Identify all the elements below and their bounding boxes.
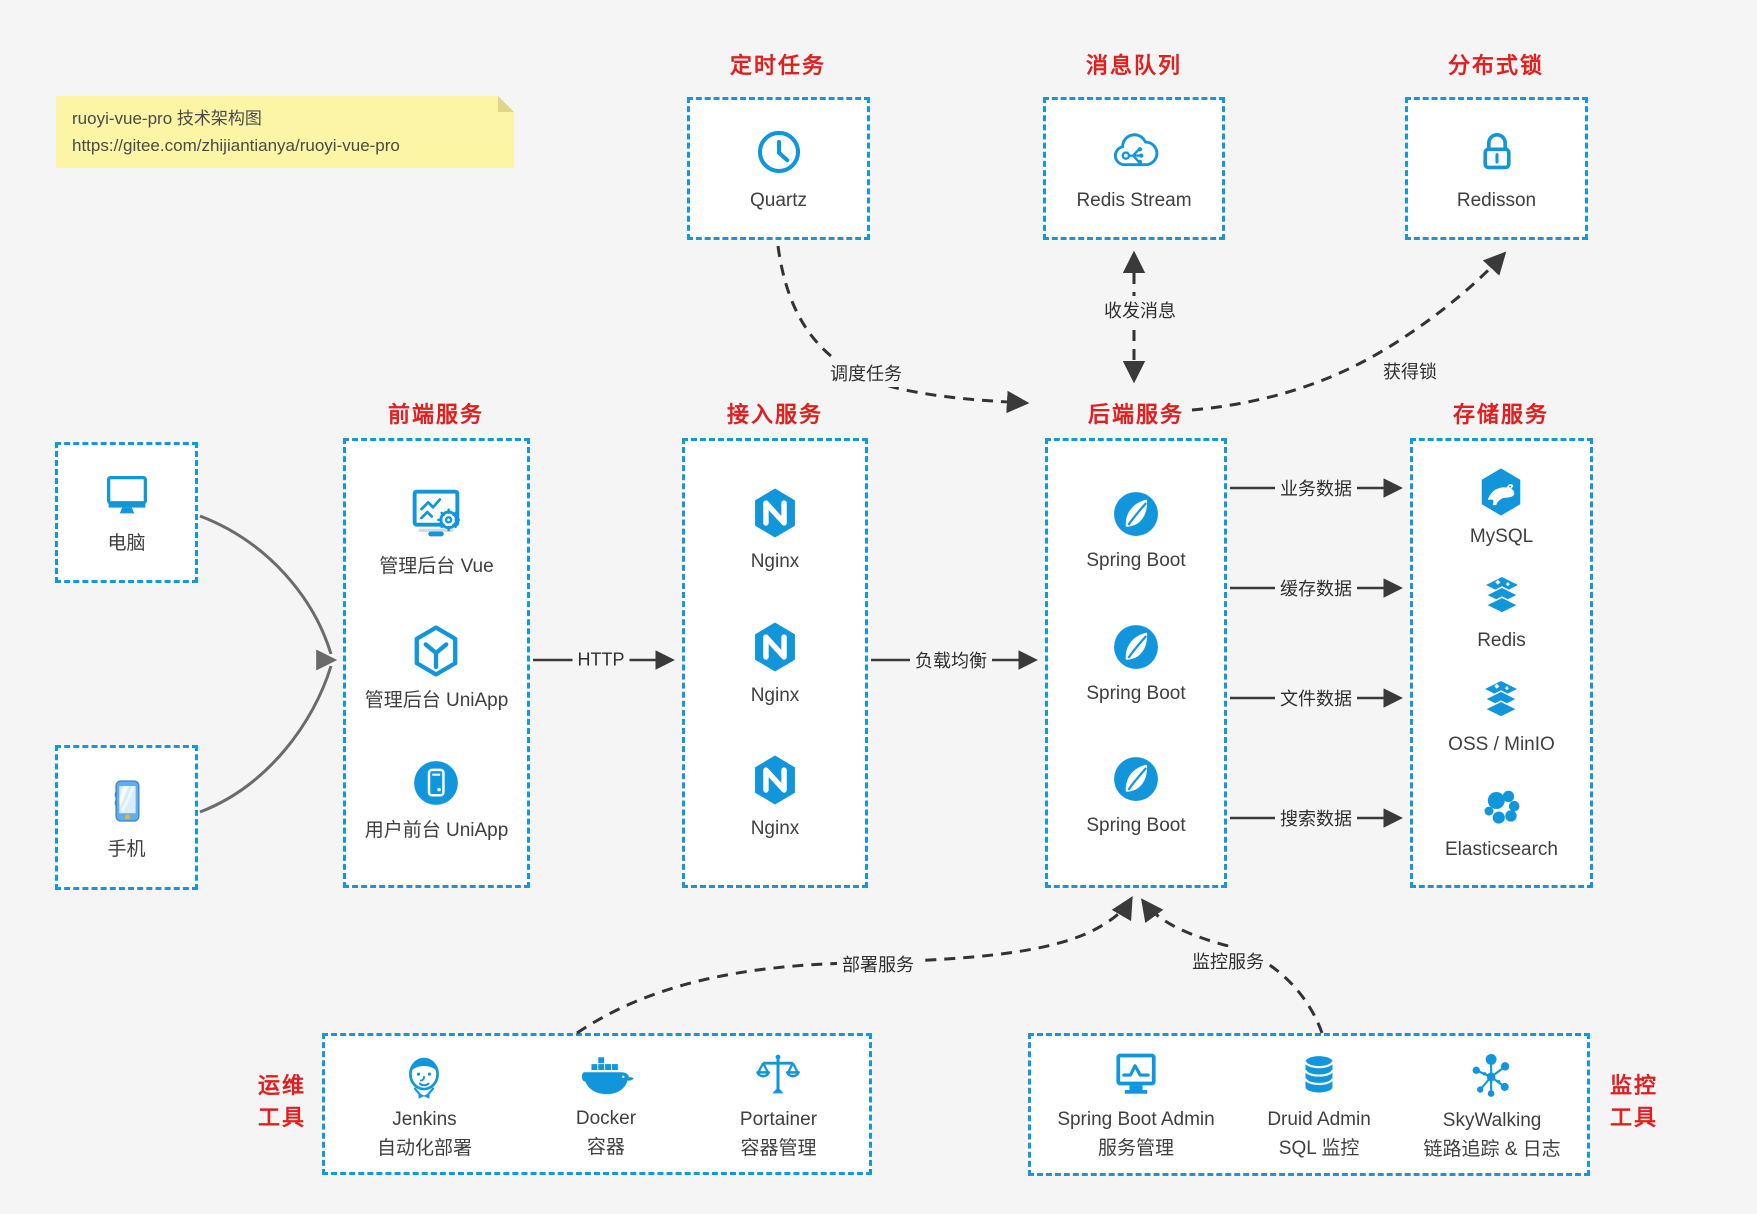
- edge-phone-to-frontend: [199, 665, 333, 814]
- nginx-icon: [755, 488, 795, 538]
- redisson-box: Redisson: [1405, 97, 1588, 240]
- ops-item-portainer: Portainer 容器管理: [740, 1046, 817, 1161]
- phone-client-box: 手机: [55, 745, 198, 890]
- spring-icon: [1114, 757, 1158, 802]
- note-url: https://gitee.com/zhijiantianya/ruoyi-vu…: [72, 136, 400, 156]
- elasticsearch-icon: [1484, 790, 1519, 824]
- column-title-storage: 存储服务: [1452, 402, 1550, 427]
- cloud-stream-icon: [1113, 133, 1159, 167]
- frontend-item-user-uniapp: 用户前台 UniApp: [365, 755, 508, 844]
- column-title-gateway: 接入服务: [726, 402, 824, 427]
- group-title-scheduled-jobs: 定时任务: [729, 53, 827, 78]
- edge-label-deploy: 部署服务: [837, 950, 919, 978]
- edge-label-search-data: 搜索数据: [1275, 804, 1357, 832]
- quartz-label: Quartz: [749, 190, 808, 212]
- edge-label-schedule: 调度任务: [825, 359, 907, 387]
- gateway-item-nginx-3: Nginx: [746, 751, 804, 842]
- user-app-icon: [414, 760, 459, 805]
- monitor-tools-box: Spring Boot Admin 服务管理 Druid Admin SQL 监…: [1028, 1033, 1590, 1176]
- edge-label-acquire-lock: 获得锁: [1378, 357, 1442, 385]
- nginx-icon: [755, 755, 795, 805]
- group-title-ops-tools: 运维 工具: [257, 1073, 306, 1130]
- column-title-backend: 后端服务: [1087, 402, 1185, 427]
- ops-item-docker: Docker 容器: [576, 1047, 636, 1160]
- storage-box: MySQL Redis: [1410, 438, 1593, 888]
- group-title-message-queue: 消息队列: [1085, 53, 1183, 78]
- ops-tools-box: Jenkins 自动化部署 Docker 容器: [322, 1033, 872, 1175]
- edge-label-business-data: 业务数据: [1275, 474, 1357, 502]
- lock-icon: [1482, 133, 1511, 170]
- edge-label-file-data: 文件数据: [1275, 684, 1357, 712]
- network-nodes-icon: [1472, 1053, 1510, 1097]
- storage-item-oss: OSS / MinIO: [1448, 676, 1555, 758]
- redisson-label: Redisson: [1456, 190, 1537, 212]
- database-icon: [1304, 1056, 1334, 1093]
- storage-item-mysql: MySQL: [1470, 464, 1533, 550]
- edge-label-message: 收发消息: [1099, 296, 1181, 324]
- edge-label-monitor: 监控服务: [1187, 947, 1269, 975]
- nginx-icon: [755, 622, 795, 672]
- edge-acquire-lock: [1191, 251, 1507, 412]
- frontend-box: 管理后台 Vue 管理后台 UniApp 用户前台 UniApp: [343, 438, 530, 888]
- redis-icon: [1483, 577, 1520, 614]
- storage-item-redis: Redis: [1475, 572, 1529, 654]
- monitor-item-druid: Druid Admin SQL 监控: [1267, 1048, 1371, 1161]
- spring-icon: [1114, 492, 1158, 536]
- edge-label-http: HTTP: [572, 648, 630, 672]
- backend-item-spring-2: Spring Boot: [1086, 620, 1186, 707]
- backend-item-spring-1: Spring Boot: [1086, 487, 1186, 574]
- phone-client-label: 手机: [107, 839, 146, 861]
- redis-stream-box: Redis Stream: [1043, 97, 1225, 240]
- frontend-item-admin-uniapp: 管理后台 UniApp: [365, 621, 508, 714]
- monitor-item-sba: Spring Boot Admin 服务管理: [1057, 1048, 1215, 1161]
- edge-pc-to-frontend: [199, 514, 333, 655]
- oss-icon: [1483, 681, 1520, 719]
- mysql-icon: [1482, 468, 1521, 516]
- storage-item-elasticsearch: Elasticsearch: [1445, 781, 1558, 863]
- pc-client-box: 电脑: [55, 442, 198, 583]
- portainer-icon: [756, 1054, 801, 1094]
- edge-label-cache-data: 缓存数据: [1275, 574, 1357, 602]
- clock-icon: [757, 131, 800, 174]
- redis-stream-label: Redis Stream: [1076, 190, 1192, 212]
- pc-client-label: 电脑: [107, 533, 146, 555]
- phone-icon: [114, 780, 140, 822]
- backend-item-spring-3: Spring Boot: [1086, 752, 1186, 839]
- note-title: ruoyi-vue-pro 技术架构图: [72, 109, 262, 128]
- column-title-frontend: 前端服务: [387, 402, 485, 427]
- desktop-icon: [106, 476, 147, 514]
- sticky-note: ruoyi-vue-pro 技术架构图 https://gitee.com/zh…: [56, 96, 514, 168]
- ops-item-jenkins: Jenkins 自动化部署: [377, 1046, 472, 1161]
- note-fold-corner: [498, 96, 514, 112]
- uniapp-cube-icon: [415, 625, 458, 677]
- monitor-item-skywalking: SkyWalking 链路追踪 & 日志: [1423, 1047, 1561, 1162]
- gateway-item-nginx-1: Nginx: [746, 484, 804, 575]
- group-title-monitor-tools: 监控 工具: [1609, 1073, 1658, 1130]
- gateway-item-nginx-2: Nginx: [746, 618, 804, 709]
- monitor-chart-icon: [1116, 1053, 1156, 1094]
- backend-box: Spring Boot Spring Boot Spring Boot: [1045, 438, 1227, 888]
- spring-icon: [1114, 624, 1158, 669]
- frontend-item-admin-vue: 管理后台 Vue: [379, 483, 494, 580]
- admin-vue-icon: [413, 489, 461, 536]
- docker-icon: [581, 1057, 634, 1095]
- quartz-box: Quartz: [687, 97, 870, 240]
- gateway-box: Nginx Nginx Nginx: [682, 438, 868, 888]
- edge-label-load-balance: 负载均衡: [910, 646, 992, 674]
- jenkins-icon: [409, 1058, 440, 1099]
- group-title-distributed-lock: 分布式锁: [1447, 53, 1545, 78]
